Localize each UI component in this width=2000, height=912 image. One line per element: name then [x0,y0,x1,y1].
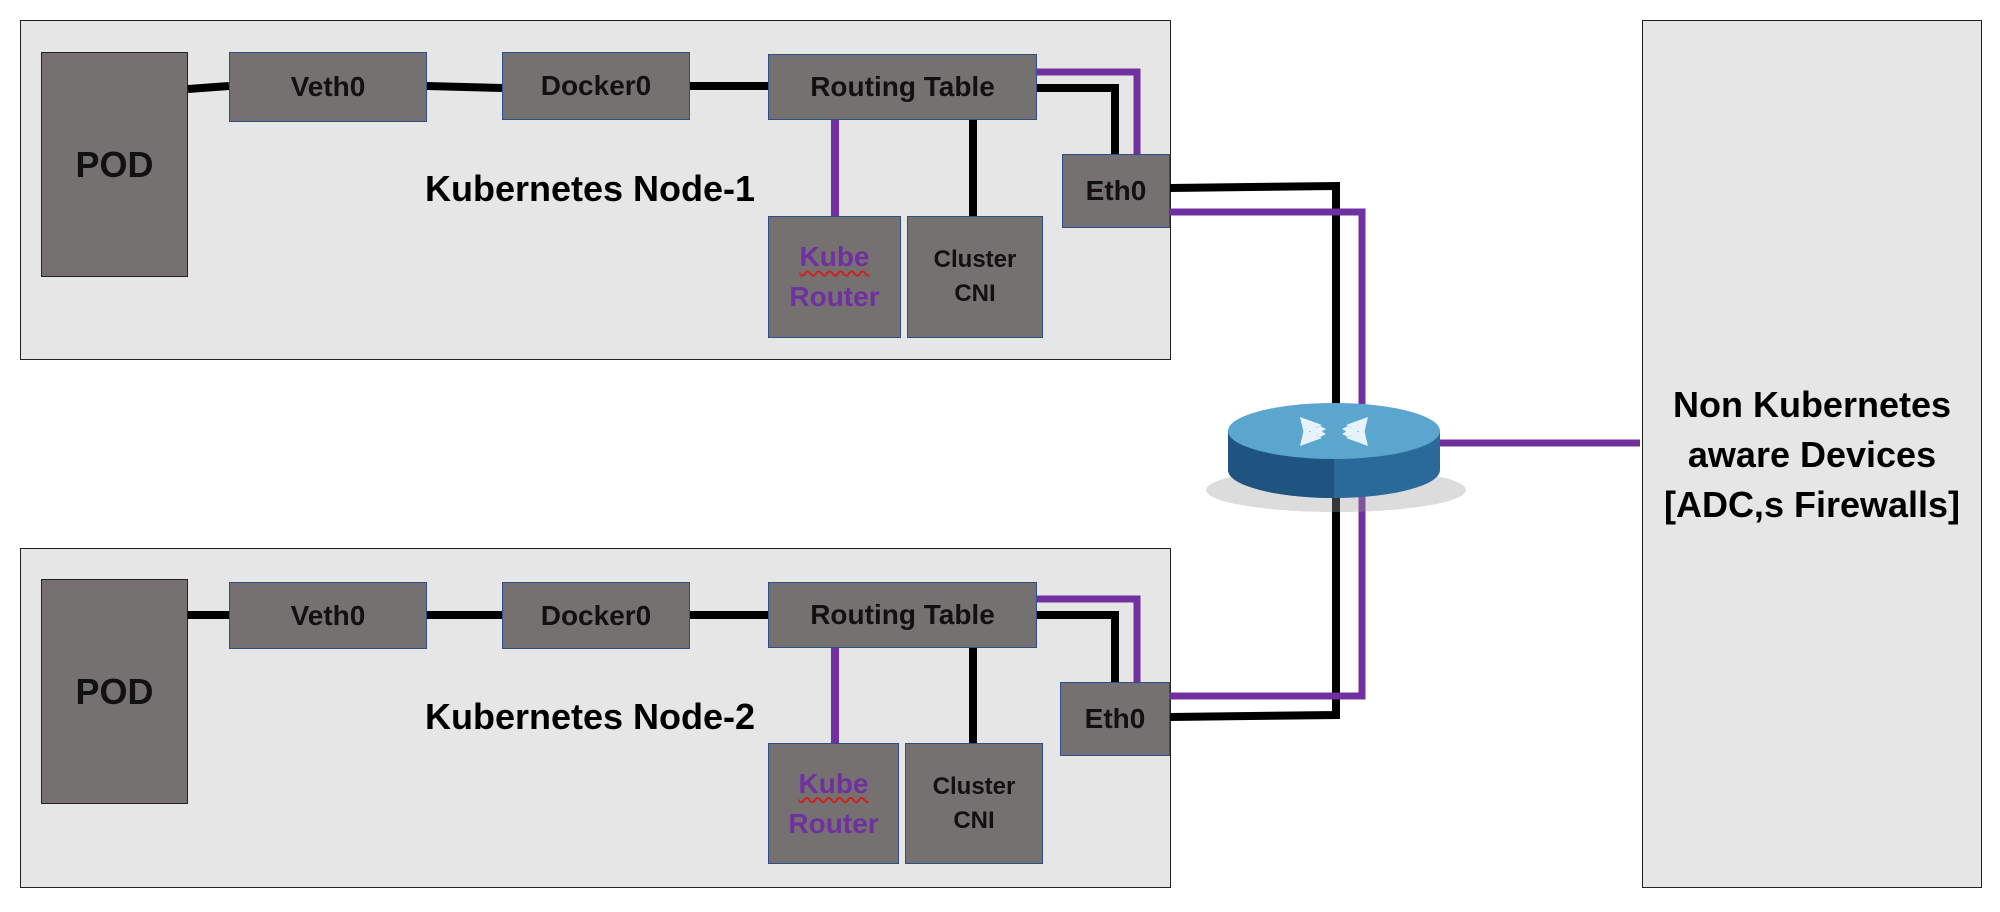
eth0-label: Eth0 [1085,175,1147,206]
external-devices-line1: Non Kubernetes [1672,384,1952,425]
eth0-label: Eth0 [1084,703,1146,734]
docker0-label: Docker0 [540,70,652,101]
veth0-label: Veth0 [290,599,366,631]
pod-label: POD [75,143,154,185]
kube-router-box-node-2: Kube Router [768,743,899,864]
docker0-box-node-2: Docker0 [502,582,690,649]
routing-table-box-node-2: Routing Table [768,582,1037,648]
wire-eth1-router-purple [1170,208,1366,404]
node-2-title: Kubernetes Node-2 [425,696,756,737]
docker0-box-node-1: Docker0 [502,52,690,120]
wire-eth2-router-black [1169,486,1340,721]
veth0-box-node-2: Veth0 [229,582,427,649]
routing-table-label: Routing Table [810,71,995,102]
wire-routing-eth-black-2 [1037,611,1119,682]
cluster-cni-label-line2: CNI [954,280,996,307]
docker0-label: Docker0 [540,599,652,631]
veth0-label: Veth0 [290,71,366,102]
veth0-box-node-1: Veth0 [229,52,427,122]
pod-box-node-1: POD [41,52,188,277]
cluster-cni-box-node-2: Cluster CNI [905,743,1043,864]
cluster-cni-label-line2: CNI [953,806,995,834]
routing-table-box-node-1: Routing Table [768,54,1037,120]
wire-routing-eth-black-1 [1037,84,1119,155]
router-icon [1206,403,1466,512]
external-devices-panel [1642,20,1982,888]
external-devices-line3: [ADC,s Firewalls] [1663,484,1961,525]
node-1-title: Kubernetes Node-1 [425,168,756,209]
pod-box-node-2: POD [41,579,188,804]
wire-pod-veth-1 [187,82,230,93]
eth0-box-node-2: Eth0 [1060,682,1170,756]
external-devices-line2: aware Devices [1687,434,1937,475]
wire-routing-eth-purple-1 [1037,68,1141,155]
wire-eth2-router-purple [1170,486,1366,700]
eth0-box-node-1: Eth0 [1062,154,1170,228]
cluster-cni-label-line1: Cluster [933,246,1017,273]
external-devices-label: Non Kubernetes aware Devices [ADC,s Fire… [1642,380,1982,530]
wire-veth-docker-1 [426,82,503,92]
cluster-cni-label-line1: Cluster [932,772,1016,800]
kube-router-label-line2: Router [788,807,879,839]
kube-router-box-node-1: Kube Router [768,216,901,338]
kube-router-label-line1: Kube [799,241,870,272]
kube-router-label-line2: Router [789,281,880,312]
routing-table-label: Routing Table [810,599,995,630]
cluster-cni-box-node-1: Cluster CNI [907,216,1043,338]
pod-label: POD [75,670,154,712]
kube-router-label-line1: Kube [798,767,869,799]
wire-eth1-router-black [1169,181,1340,408]
wire-routing-eth-purple-2 [1037,595,1141,682]
